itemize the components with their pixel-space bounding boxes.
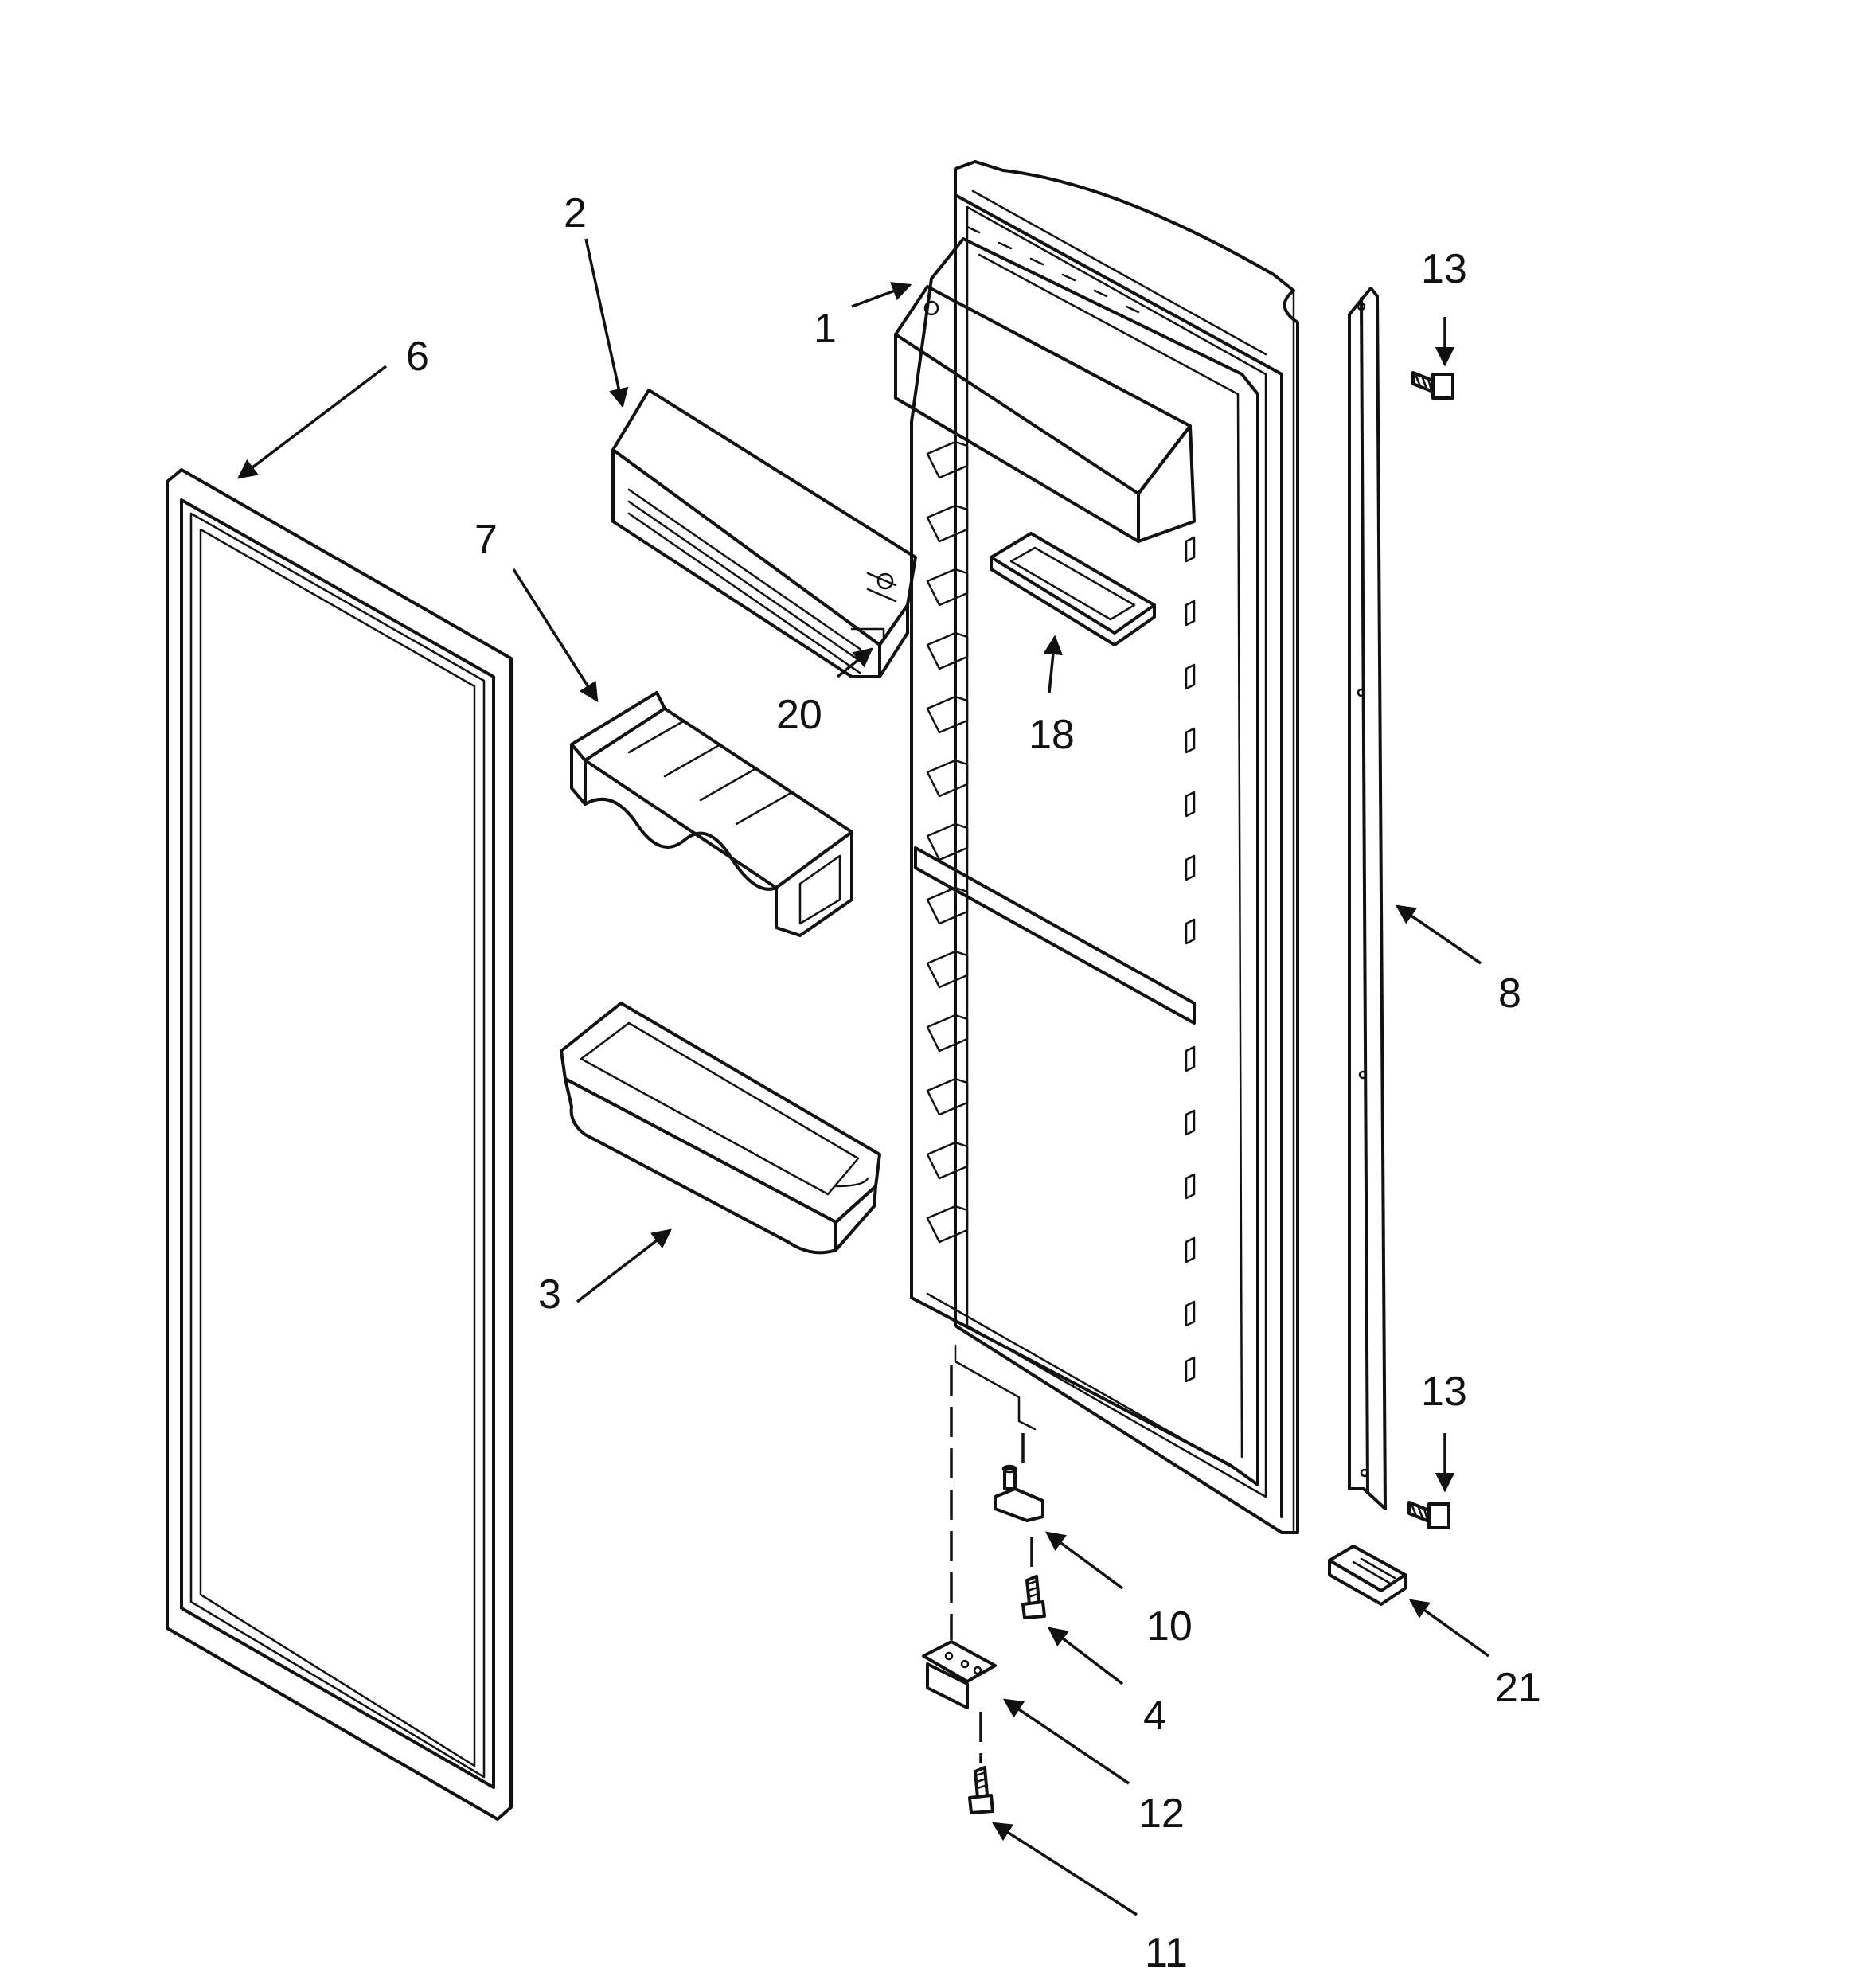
- callout-13-top: 13: [1421, 246, 1467, 292]
- callout-20: 20: [776, 692, 822, 738]
- leader-arrows: [237, 238, 1490, 1916]
- callout-8: 8: [1498, 971, 1521, 1017]
- hinge-plate: [922, 1640, 997, 1709]
- callout-7: 7: [474, 517, 498, 563]
- callout-18: 18: [1029, 712, 1075, 758]
- callout-4: 4: [1143, 1693, 1166, 1739]
- callout-6: 6: [406, 334, 429, 380]
- door-liner: [894, 160, 1299, 1534]
- callout-21: 21: [1495, 1665, 1541, 1711]
- callout-1: 1: [814, 306, 837, 352]
- hinge-cover-cap: [1328, 1545, 1407, 1606]
- callout-10: 10: [1146, 1603, 1193, 1650]
- trim-screw-top: [1411, 371, 1454, 400]
- hinge-screw: [1021, 1575, 1046, 1619]
- callout-labels: 1 2 3 4 6 7 8 10 11 12 13 13 18 20 21: [406, 190, 1541, 1976]
- cover-pin: [866, 572, 897, 603]
- dairy-compartment-cover: [611, 389, 917, 678]
- hinge-pin: [994, 1464, 1044, 1522]
- trim-screw-bottom: [1407, 1501, 1450, 1529]
- callout-12: 12: [1138, 1791, 1185, 1837]
- hinge-plate-screw: [968, 1766, 994, 1814]
- assembly-lines: [950, 1365, 1033, 1763]
- egg-tray: [570, 691, 853, 937]
- callout-13-bottom: 13: [1421, 1369, 1467, 1415]
- door-bin: [560, 1002, 881, 1255]
- callout-11: 11: [1145, 1930, 1188, 1976]
- butter-tray: [990, 532, 1156, 646]
- door-trim: [1348, 287, 1387, 1510]
- callout-2: 2: [564, 190, 587, 236]
- door-gasket: [166, 468, 513, 1821]
- callout-3: 3: [538, 1271, 561, 1318]
